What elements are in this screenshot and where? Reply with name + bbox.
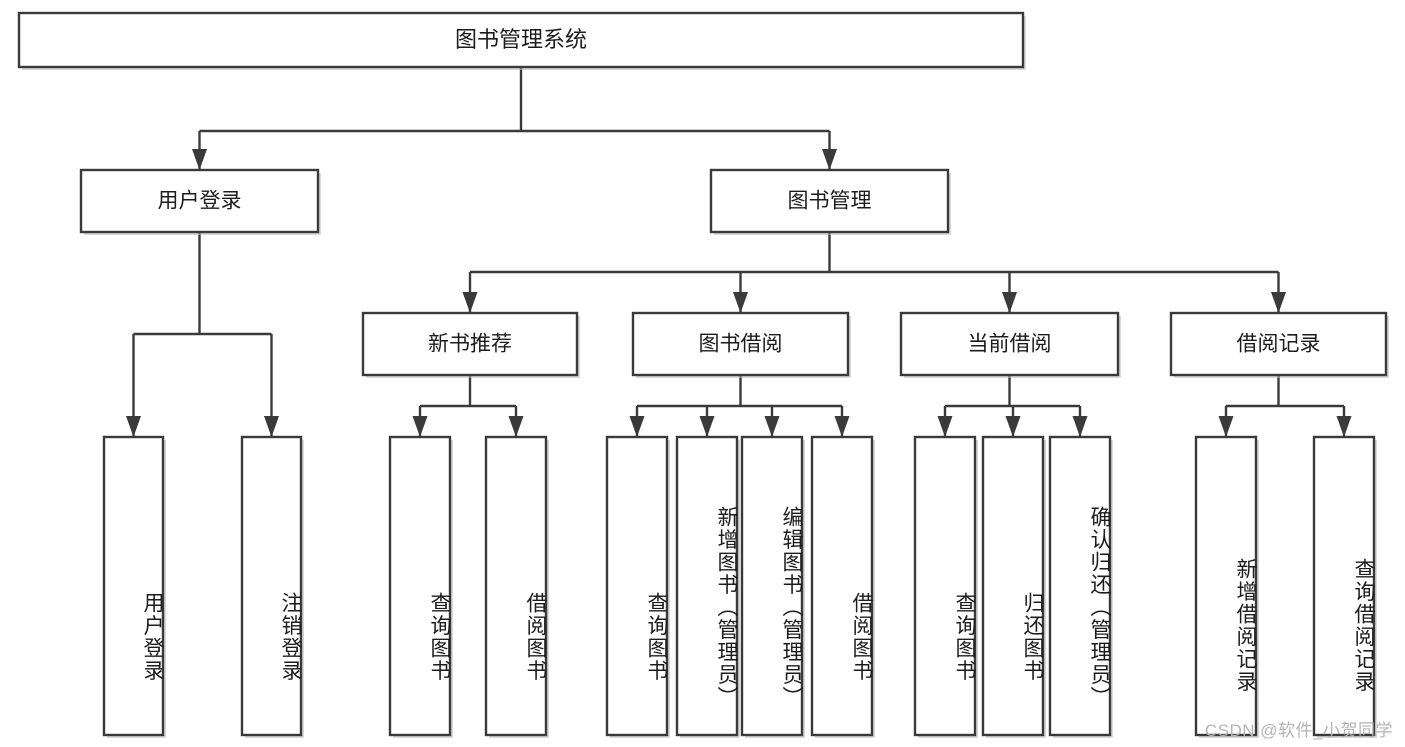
edge-current-borrow-arrowhead-2 — [1072, 416, 1088, 437]
label-current-borrow: 当前借阅 — [968, 333, 1052, 356]
node-box-leaf-query-book-borrow[interactable] — [605, 435, 669, 737]
edge-root-arrowhead-1 — [822, 149, 837, 170]
edge-book-borrow-arrowhead-0 — [629, 416, 645, 437]
node-box-leaf-logout[interactable] — [240, 435, 303, 737]
node-box-book-borrow[interactable] — [631, 311, 850, 377]
node-box-leaf-query-book-current[interactable] — [913, 435, 977, 737]
edge-book-borrow-arrowhead-1 — [699, 416, 715, 437]
node-box-leaf-confirm-return[interactable] — [1048, 435, 1112, 737]
node-box-new-book-recommend[interactable] — [361, 311, 579, 377]
edge-current-borrow-arrowhead-0 — [937, 416, 953, 437]
edge-user-login-arrowhead-1 — [264, 416, 279, 437]
node-box-leaf-edit-book[interactable] — [740, 435, 804, 737]
edge-book-management-arrowhead-1 — [733, 292, 748, 313]
node-box-current-borrow[interactable] — [899, 311, 1120, 377]
node-box-leaf-query-book-rec[interactable] — [388, 435, 452, 737]
edge-new-book-recommend-arrowhead-0 — [412, 416, 428, 437]
edge-borrow-record-arrowhead-1 — [1336, 416, 1352, 437]
node-box-book-management[interactable] — [709, 168, 950, 234]
node-box-leaf-user-login[interactable] — [102, 435, 165, 737]
watermark-text: CSDN @软件_小贺同学 — [1204, 721, 1393, 740]
edge-book-management-arrowhead-2 — [1002, 292, 1017, 313]
edge-current-borrow-arrowhead-1 — [1005, 416, 1021, 437]
node-box-borrow-record[interactable] — [1169, 311, 1388, 377]
box-layer — [17, 11, 1389, 738]
label-borrow-record: 借阅记录 — [1237, 333, 1321, 356]
edge-book-borrow-arrowhead-3 — [834, 416, 850, 437]
edge-book-borrow-arrowhead-2 — [764, 416, 780, 437]
edge-new-book-recommend-arrowhead-1 — [508, 416, 524, 437]
edge-book-management-arrowhead-3 — [1271, 292, 1286, 313]
edge-book-management-arrowhead-0 — [462, 292, 478, 313]
edge-borrow-record-arrowhead-0 — [1218, 416, 1234, 437]
node-box-leaf-add-record[interactable] — [1194, 435, 1258, 737]
label-user-login: 用户登录 — [158, 190, 242, 213]
node-box-leaf-return-book[interactable] — [981, 435, 1045, 737]
label-book-borrow: 图书借阅 — [699, 333, 783, 356]
edge-user-login-arrowhead-0 — [126, 416, 141, 437]
node-box-leaf-query-record[interactable] — [1312, 435, 1376, 737]
node-box-leaf-borrow-book-rec[interactable] — [484, 435, 548, 737]
label-book-management: 图书管理 — [788, 190, 872, 213]
connector-layer — [126, 67, 1352, 437]
label-new-book-recommend: 新书推荐 — [428, 333, 512, 356]
node-box-root[interactable] — [17, 11, 1025, 69]
node-box-leaf-borrow-book[interactable] — [810, 435, 874, 737]
node-box-leaf-add-book[interactable] — [675, 435, 739, 737]
edge-root-arrowhead-0 — [192, 149, 207, 170]
label-root: 图书管理系统 — [455, 27, 587, 52]
node-box-user-login[interactable] — [79, 168, 320, 234]
